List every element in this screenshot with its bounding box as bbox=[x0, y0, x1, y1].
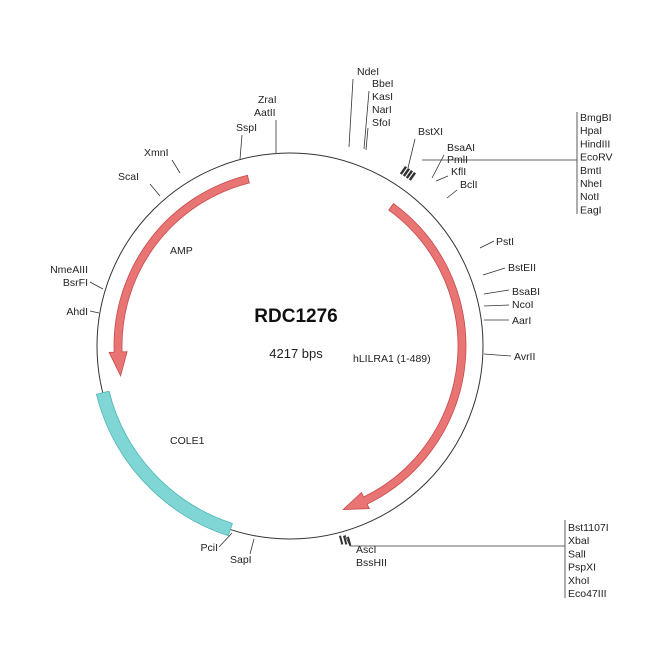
site-label-pcii: PciI bbox=[200, 542, 218, 554]
site-label-nmeaiii: NmeAIII bbox=[50, 264, 88, 276]
site-leader-line bbox=[482, 267, 506, 276]
site-leader-line bbox=[479, 240, 495, 249]
site-label-eagi: EagI bbox=[580, 204, 602, 216]
site-label-bmgbi: BmgBI bbox=[580, 112, 612, 124]
site-label-bsrfi: BsrFI bbox=[63, 277, 88, 289]
site-label-psti: PstI bbox=[496, 236, 514, 248]
site-label-bbei: BbeI bbox=[372, 78, 394, 90]
cut-site-mark bbox=[402, 167, 411, 177]
site-leader-line bbox=[431, 154, 445, 179]
site-label-bmti: BmtI bbox=[580, 165, 602, 177]
site-label-xmni: XmnI bbox=[144, 147, 169, 159]
site-label-bsaai: BsaAI bbox=[447, 142, 475, 154]
site-label-hpai: HpaI bbox=[580, 125, 602, 137]
right-cluster-leader bbox=[422, 112, 578, 214]
site-leader-line bbox=[149, 183, 161, 197]
site-leader-line bbox=[171, 159, 181, 174]
cut-site-mark bbox=[339, 535, 344, 545]
site-leader-line bbox=[249, 538, 255, 555]
site-label-bstxi: BstXI bbox=[418, 126, 443, 138]
site-leader-line bbox=[89, 281, 104, 290]
site-label-zrai: ZraI bbox=[258, 94, 277, 106]
site-label-nari: NarI bbox=[372, 104, 392, 116]
site-label-kfli: KflI bbox=[451, 166, 466, 178]
site-label-bst1107i: Bst1107I bbox=[568, 522, 609, 534]
site-label-ahdi: AhdI bbox=[66, 306, 88, 318]
site-leader-line bbox=[344, 534, 351, 547]
site-label-aari: AarI bbox=[512, 315, 531, 327]
site-label-aatii: AatII bbox=[254, 107, 276, 119]
plasmid-size: 4217 bps bbox=[269, 346, 323, 361]
site-leader-line bbox=[218, 532, 233, 548]
bottom-cluster-leader bbox=[350, 520, 566, 598]
site-label-bsabi: BsaBI bbox=[512, 286, 540, 298]
site-label-sspi: SspI bbox=[236, 122, 257, 134]
feature-label-amp: AMP bbox=[170, 245, 193, 257]
site-leader-line bbox=[348, 78, 354, 148]
site-label-scai: ScaI bbox=[118, 171, 139, 183]
site-label-sapi: SapI bbox=[230, 554, 252, 566]
site-label-asci: AscI bbox=[356, 544, 376, 556]
site-leader-line bbox=[483, 289, 510, 295]
site-label-sfoi: SfoI bbox=[372, 117, 391, 129]
cut-site-mark bbox=[408, 171, 417, 181]
backbone-circle bbox=[96, 152, 484, 540]
feature-label-hlilra1: hLILRA1 (1-489) bbox=[353, 353, 431, 365]
feature-label-cole1: COLE1 bbox=[170, 435, 205, 447]
cut-site-mark bbox=[405, 169, 414, 179]
cole1-origin[interactable] bbox=[95, 390, 233, 537]
site-label-noti: NotI bbox=[580, 191, 599, 203]
site-label-ndei: NdeI bbox=[357, 66, 379, 78]
site-leader-line bbox=[483, 304, 510, 307]
site-leader-line bbox=[407, 138, 416, 169]
site-label-avrii: AvrII bbox=[514, 351, 535, 363]
cut-site-mark bbox=[343, 535, 348, 545]
site-label-sali: SalI bbox=[568, 548, 586, 560]
site-label-ecorv: EcoRV bbox=[580, 152, 613, 164]
site-label-pspxi: PspXI bbox=[568, 562, 596, 574]
plasmid-name: RDC1276 bbox=[254, 306, 337, 327]
site-label-bsteii: BstEII bbox=[508, 262, 536, 274]
site-label-kasi: KasI bbox=[372, 91, 393, 103]
site-label-nhei: NheI bbox=[580, 178, 602, 190]
cut-site-mark bbox=[399, 165, 408, 175]
site-label-hindiii: HindIII bbox=[580, 138, 610, 150]
site-label-bcli: BclI bbox=[460, 179, 478, 191]
site-leader-line bbox=[89, 310, 100, 314]
site-leader-line bbox=[446, 189, 458, 199]
site-leader-line bbox=[435, 175, 449, 182]
site-label-ncoi: NcoI bbox=[512, 299, 534, 311]
site-label-xhoi: XhoI bbox=[568, 575, 590, 587]
site-leader-line bbox=[363, 90, 370, 150]
site-leader-line bbox=[239, 134, 243, 160]
hlilra1-arrow[interactable] bbox=[342, 203, 467, 511]
site-label-eco47iii: Eco47III bbox=[568, 588, 607, 600]
cut-site-mark bbox=[346, 536, 352, 546]
site-leader-line bbox=[483, 353, 512, 357]
site-label-xbai: XbaI bbox=[568, 535, 590, 547]
site-label-bsshii: BssHII bbox=[356, 557, 387, 569]
amp-arrow[interactable] bbox=[108, 174, 250, 378]
site-leader-line bbox=[365, 127, 369, 151]
